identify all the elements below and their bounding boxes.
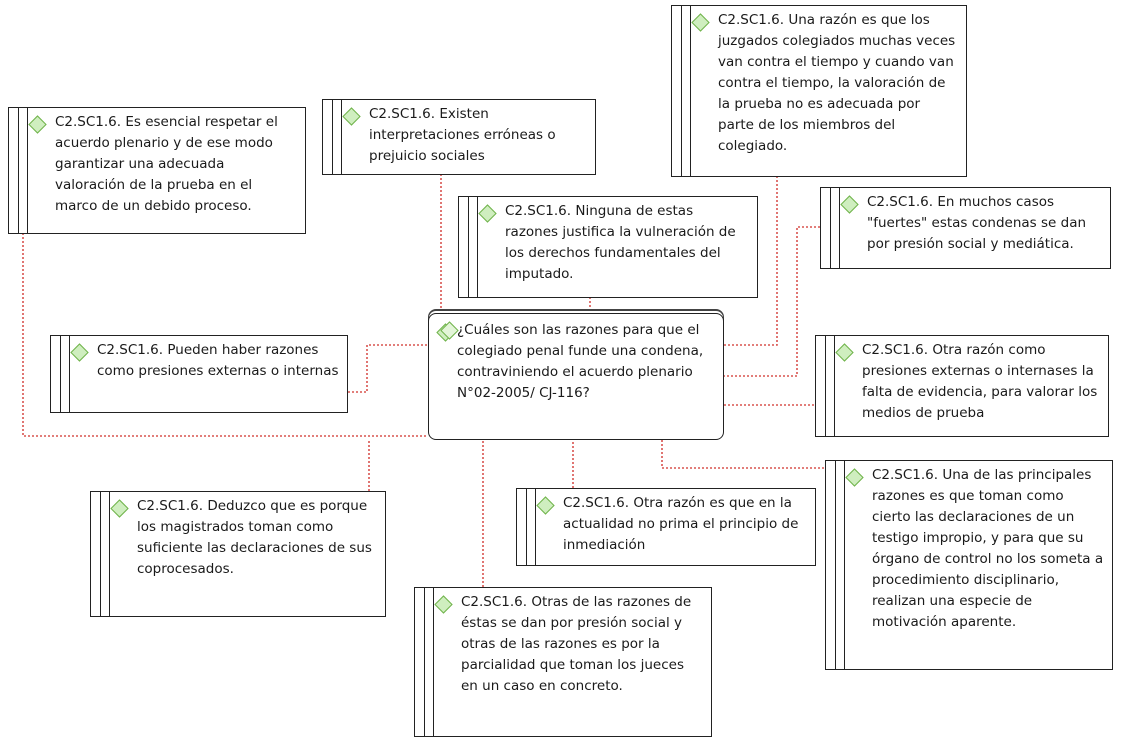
quote-text: C2.SC1.6. Otras de las razones de éstas …: [461, 594, 692, 694]
quote-bar: [60, 336, 70, 412]
quote-text: C2.SC1.6. Otra razón es que en la actual…: [563, 495, 799, 553]
quote-bar: [424, 588, 434, 736]
quote-text: C2.SC1.6. Deduzco que es porque los magi…: [137, 498, 372, 577]
quote-node[interactable]: C2.SC1.6. Existen interpretaciones errón…: [322, 99, 596, 175]
link-node-10: [661, 440, 825, 469]
quote-node[interactable]: C2.SC1.6. Pueden haber razones como pres…: [50, 335, 348, 413]
quote-bar: [526, 489, 536, 565]
quote-node[interactable]: C2.SC1.6. Otra razón es que en la actual…: [516, 488, 816, 566]
quote-text: C2.SC1.6. Es esencial respetar el acuerd…: [55, 114, 278, 214]
link-node-4: [724, 226, 820, 377]
quote-text: C2.SC1.6. En muchos casos "fuertes" esta…: [867, 194, 1087, 252]
link-node-3: [724, 176, 778, 346]
quote-text: C2.SC1.6. Existen interpretaciones errón…: [369, 106, 556, 164]
quote-bar: [825, 336, 835, 436]
quote-bar: [18, 108, 28, 233]
quote-text: C2.SC1.6. Ninguna de estas razones justi…: [505, 203, 736, 282]
quote-bar: [332, 100, 342, 174]
quote-node[interactable]: C2.SC1.6. Otra razón como presiones exte…: [815, 335, 1109, 437]
quote-bar: [468, 197, 478, 297]
central-question-text: ¿Cuáles son las razones para que el cole…: [457, 322, 704, 401]
quote-bar: [830, 188, 840, 268]
quote-text: C2.SC1.6. Una razón es que los juzgados …: [718, 12, 956, 154]
quote-bar: [835, 461, 845, 669]
quote-node[interactable]: C2.SC1.6. Una razón es que los juzgados …: [671, 5, 967, 177]
quote-node[interactable]: C2.SC1.6. Es esencial respetar el acuerd…: [8, 107, 306, 234]
quote-node[interactable]: C2.SC1.6. Otras de las razones de éstas …: [414, 587, 712, 737]
quote-text: C2.SC1.6. Una de las principales razones…: [872, 467, 1104, 630]
quote-node[interactable]: C2.SC1.6. Ninguna de estas razones justi…: [458, 196, 758, 298]
quote-bar: [681, 6, 691, 176]
quote-node[interactable]: C2.SC1.6. Una de las principales razones…: [825, 460, 1113, 670]
quote-node[interactable]: C2.SC1.6. En muchos casos "fuertes" esta…: [820, 187, 1111, 269]
central-question-node[interactable]: ¿Cuáles son las razones para que el cole…: [428, 313, 724, 440]
link-node-5: [348, 344, 428, 393]
quote-text: C2.SC1.6. Pueden haber razones como pres…: [97, 342, 339, 379]
quote-node[interactable]: C2.SC1.6. Deduzco que es porque los magi…: [90, 491, 386, 617]
link-node-0: [22, 233, 428, 437]
quote-bar: [100, 492, 110, 616]
quote-text: C2.SC1.6. Otra razón como presiones exte…: [862, 342, 1098, 421]
